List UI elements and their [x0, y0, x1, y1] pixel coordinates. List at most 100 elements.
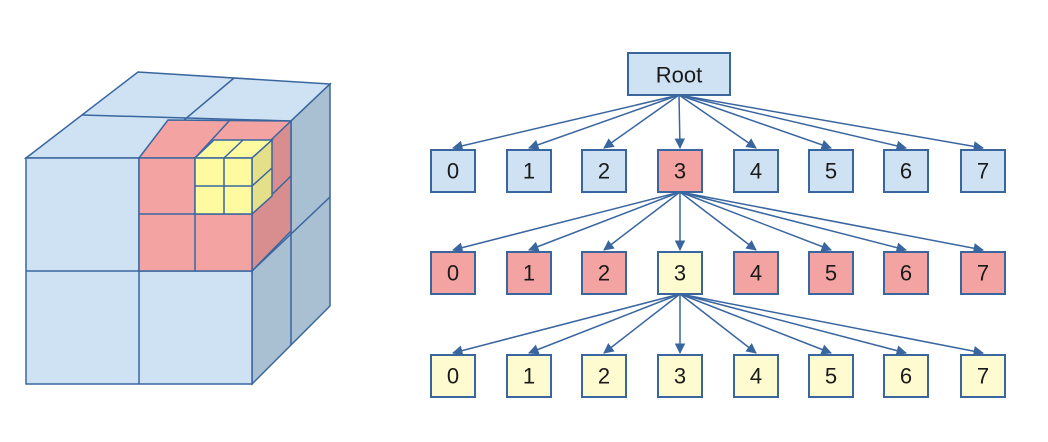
- tree-node-label: 5: [825, 159, 837, 184]
- tree-node-level-2-6: 6: [883, 354, 929, 398]
- tree-node-label: 3: [674, 261, 686, 286]
- tree-node-level-1-1: 1: [506, 251, 552, 295]
- tree-node-level-0-4: 4: [733, 149, 779, 193]
- tree-node-label: 2: [598, 261, 610, 286]
- tree-edge-level-2-to-5: [679, 293, 832, 355]
- tree-edge-level-1-to-1: [528, 191, 681, 252]
- tree-edge-level-0-to-0: [451, 94, 680, 151]
- tree-edge-level-1-to-6: [679, 191, 908, 253]
- tree-node-level-0-5: 5: [808, 149, 854, 193]
- tree-node-box: [960, 149, 1006, 193]
- tree-edge-level-2-to-6: [679, 293, 908, 356]
- tree-node-box: [808, 149, 854, 193]
- tree-edges: [451, 94, 985, 357]
- tree-node-level-2-1: 1: [506, 354, 552, 398]
- tree-node-box: [581, 354, 627, 398]
- tree-node-level-0-6: 6: [883, 149, 929, 193]
- tree-edge-level-2-to-0: [451, 293, 681, 356]
- tree-node-label: 0: [447, 159, 459, 184]
- tree-edge-level-0-to-7: [678, 94, 985, 152]
- tree-node-label: 0: [447, 364, 459, 389]
- tree-node-box: [506, 354, 552, 398]
- tree-edge-level-2-to-4: [679, 293, 757, 354]
- tree-node-level-1-7: 7: [960, 251, 1006, 295]
- tree-edge-level-2-to-7: [679, 293, 985, 357]
- tree-node-level-2-5: 5: [808, 354, 854, 398]
- root-node-label: Root: [656, 63, 702, 88]
- tree-edge-level-1-to-2: [603, 191, 681, 251]
- tree-node-label: 5: [825, 364, 837, 389]
- yellow-octant: [193, 138, 274, 216]
- tree-node-level-1-6: 6: [883, 251, 929, 295]
- tree-node-label: 6: [900, 364, 912, 389]
- tree-node-box: [883, 251, 929, 295]
- tree-node-box: [506, 251, 552, 295]
- tree-node-label: 0: [447, 261, 459, 286]
- tree-node-box: [657, 251, 703, 295]
- tree-node-level-2-7: 7: [960, 354, 1006, 398]
- tree-node-label: 5: [825, 261, 837, 286]
- tree-node-box: [960, 354, 1006, 398]
- tree-node-level-0-0: 0: [430, 149, 476, 193]
- tree-node-box: [808, 251, 854, 295]
- tree-node-box: [960, 251, 1006, 295]
- tree-node-box: [581, 149, 627, 193]
- tree-edge-level-1-to-7: [679, 191, 985, 254]
- tree-edge-level-2-to-1: [528, 293, 681, 355]
- tree-node-label: 7: [977, 159, 989, 184]
- tree-edge-level-0-to-3: [674, 94, 686, 150]
- tree-node-level-0-1: 1: [506, 149, 552, 193]
- tree-node-label: 2: [598, 364, 610, 389]
- tree-node-label: 7: [977, 261, 989, 286]
- tree-node-level-1-0: 0: [430, 251, 476, 295]
- tree-node-level-2-0: 0: [430, 354, 476, 398]
- tree-node-level-0-3: 3: [657, 149, 703, 193]
- tree-node-label: 6: [900, 159, 912, 184]
- tree-node-level-1-2: 2: [581, 251, 627, 295]
- octree-cube: [23, 71, 332, 386]
- tree-edge-level-1-to-0: [451, 191, 681, 253]
- tree-node-box: [581, 251, 627, 295]
- tree-node-level-0-7: 7: [960, 149, 1006, 193]
- tree-node-level-1-5: 5: [808, 251, 854, 295]
- tree-node-box: [430, 354, 476, 398]
- yellow-divider-top: [223, 139, 244, 159]
- tree-node-label: 7: [977, 364, 989, 389]
- tree-edge-level-0-to-2: [603, 94, 680, 149]
- tree-node-box: [657, 354, 703, 398]
- tree-edge-level-0-to-4: [678, 94, 757, 149]
- tree-edge-level-0-to-1: [528, 94, 680, 150]
- tree-node-label: 4: [750, 159, 762, 184]
- tree-node-level-1-4: 4: [733, 251, 779, 295]
- tree-node-box: [506, 149, 552, 193]
- tree-edge-level-1-to-5: [679, 191, 832, 252]
- tree-node-box: [430, 251, 476, 295]
- tree-node-label: 3: [674, 364, 686, 389]
- tree-node-label: 2: [598, 159, 610, 184]
- tree-node-label: 1: [523, 364, 535, 389]
- tree-node-level-2-4: 4: [733, 354, 779, 398]
- tree-node-label: 6: [900, 261, 912, 286]
- tree-node-box: [733, 149, 779, 193]
- tree-edge-level-1-to-4: [679, 191, 757, 251]
- root-node-box: [627, 52, 731, 96]
- tree-node-level-0-2: 2: [581, 149, 627, 193]
- tree-node-label: 4: [750, 364, 762, 389]
- tree-node-box: [883, 149, 929, 193]
- tree-edge-level-2-to-2: [603, 293, 681, 354]
- tree-node-label: 1: [523, 261, 535, 286]
- tree-node-level-2-2: 2: [581, 354, 627, 398]
- tree-node-box: [430, 149, 476, 193]
- tree-node-box: [883, 354, 929, 398]
- tree-root-node: Root: [627, 52, 731, 96]
- tree-nodes: Root 0 1 2 3 4 5 6 7 0 1 2 3 4 5 6 7 0 1 2 3 4 5 6 7: [430, 52, 1006, 398]
- tree-edge-level-0-to-5: [678, 94, 832, 150]
- tree-edge-level-0-to-6: [678, 94, 908, 151]
- yellow-divider-side: [251, 167, 273, 187]
- tree-node-label: 1: [523, 159, 535, 184]
- tree-node-level-2-3: 3: [657, 354, 703, 398]
- tree-node-box: [808, 354, 854, 398]
- tree-node-box: [733, 354, 779, 398]
- tree-node-box: [657, 149, 703, 193]
